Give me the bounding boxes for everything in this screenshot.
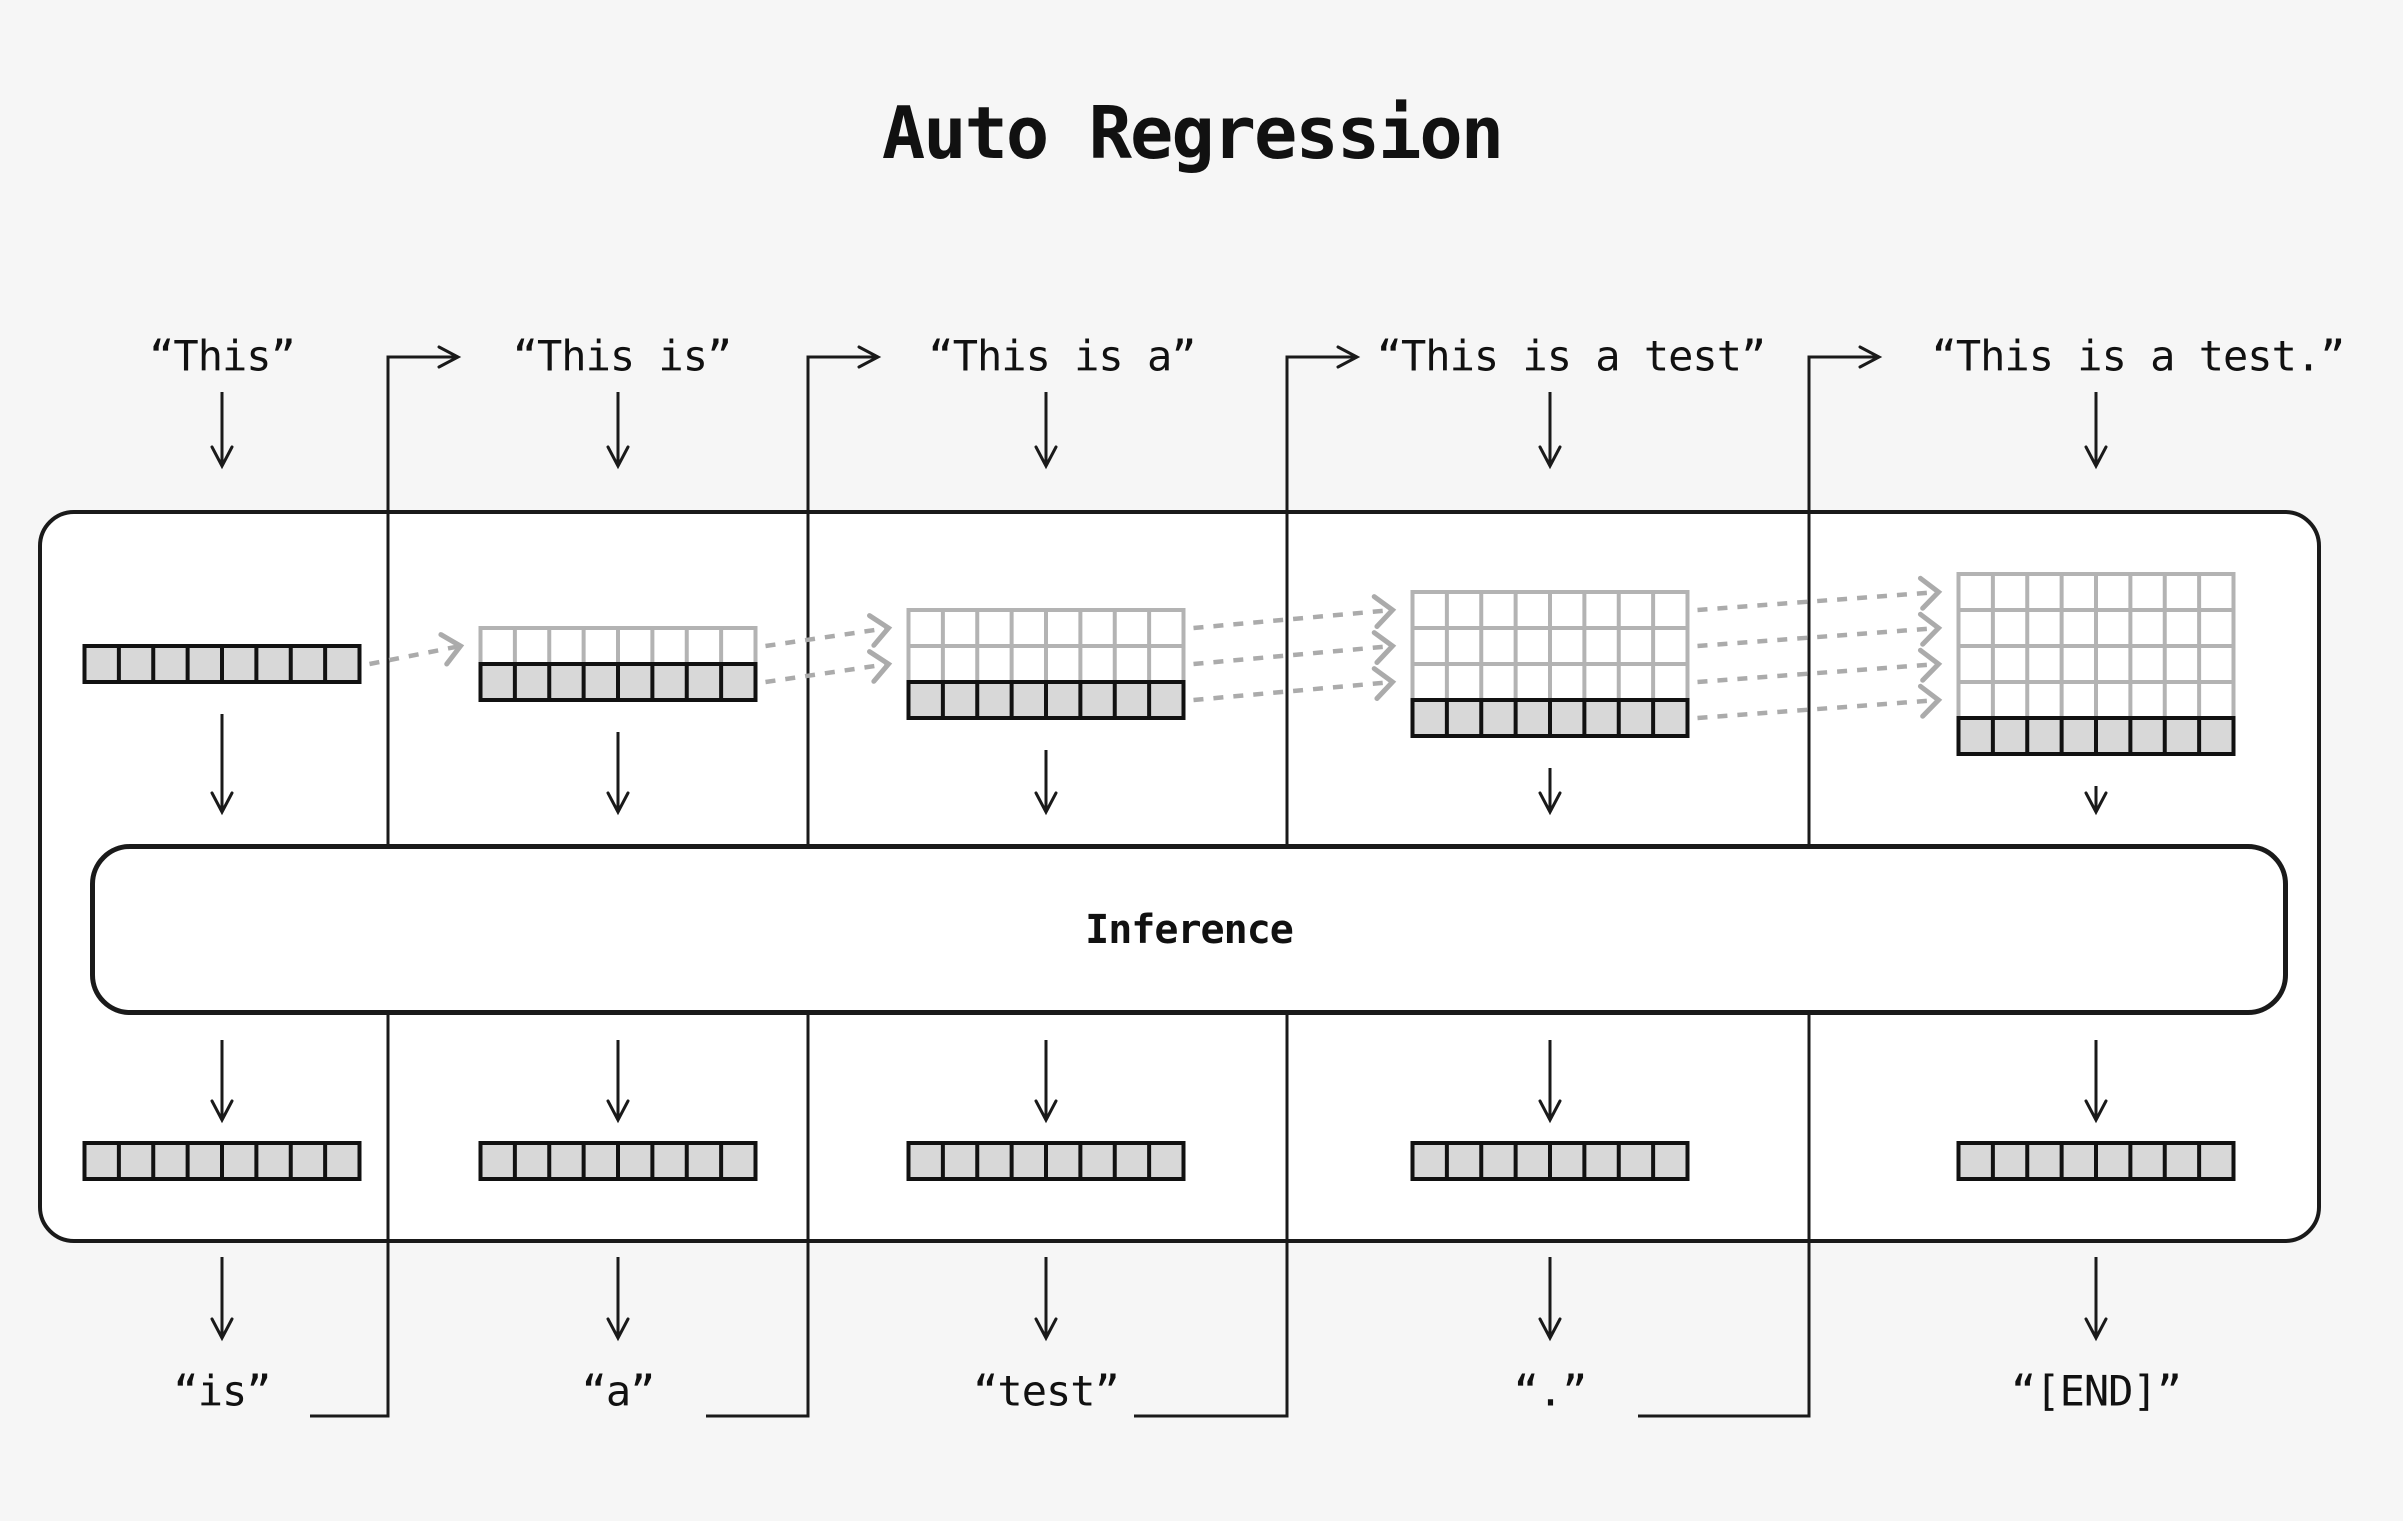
kv-row-cached [1956,644,2236,684]
dashed-transfer-arrow [1193,594,1397,631]
kv-grid [1410,590,1690,738]
output-vector [1410,1141,1690,1181]
kv-row-cached [906,608,1186,648]
dashed-transfer-arrow [1697,683,1943,721]
inference-label: Inference [1085,906,1294,953]
kv-row-cached [1410,626,1690,666]
kv-row-new [82,644,362,684]
dashed-transfer-arrow [1193,630,1397,667]
kv-row-cached [906,644,1186,684]
dashed-transfer-arrow [765,649,893,685]
dashed-transfer-arrow [1697,611,1943,649]
dashed-transfer-arrow [1697,575,1943,613]
kv-row-cached [1410,590,1690,630]
kv-row-new [1956,716,2236,756]
kv-row-cached [1956,680,2236,720]
kv-row-cached [1410,662,1690,702]
output-vector [82,1141,362,1181]
kv-row-cached [1956,608,2236,648]
output-vector [1956,1141,2236,1181]
dashed-transfer-arrow [369,632,465,667]
inference-box: Inference [90,844,2288,1015]
kv-grid [1956,572,2236,756]
dashed-transfer-arrow [1697,647,1943,685]
kv-grid [906,608,1186,720]
kv-row-new [906,680,1186,720]
kv-grid [478,626,758,702]
dashed-transfer-arrow [765,613,893,649]
diagram-title: Auto Regression [881,91,1504,175]
kv-row-cached [478,626,758,666]
kv-row-new [1410,698,1690,738]
dashed-transfer-arrow [1193,666,1397,703]
kv-row-cached [1956,572,2236,612]
kv-grid [82,644,362,684]
output-vector [478,1141,758,1181]
output-vector [906,1141,1186,1181]
kv-row-new [478,662,758,702]
